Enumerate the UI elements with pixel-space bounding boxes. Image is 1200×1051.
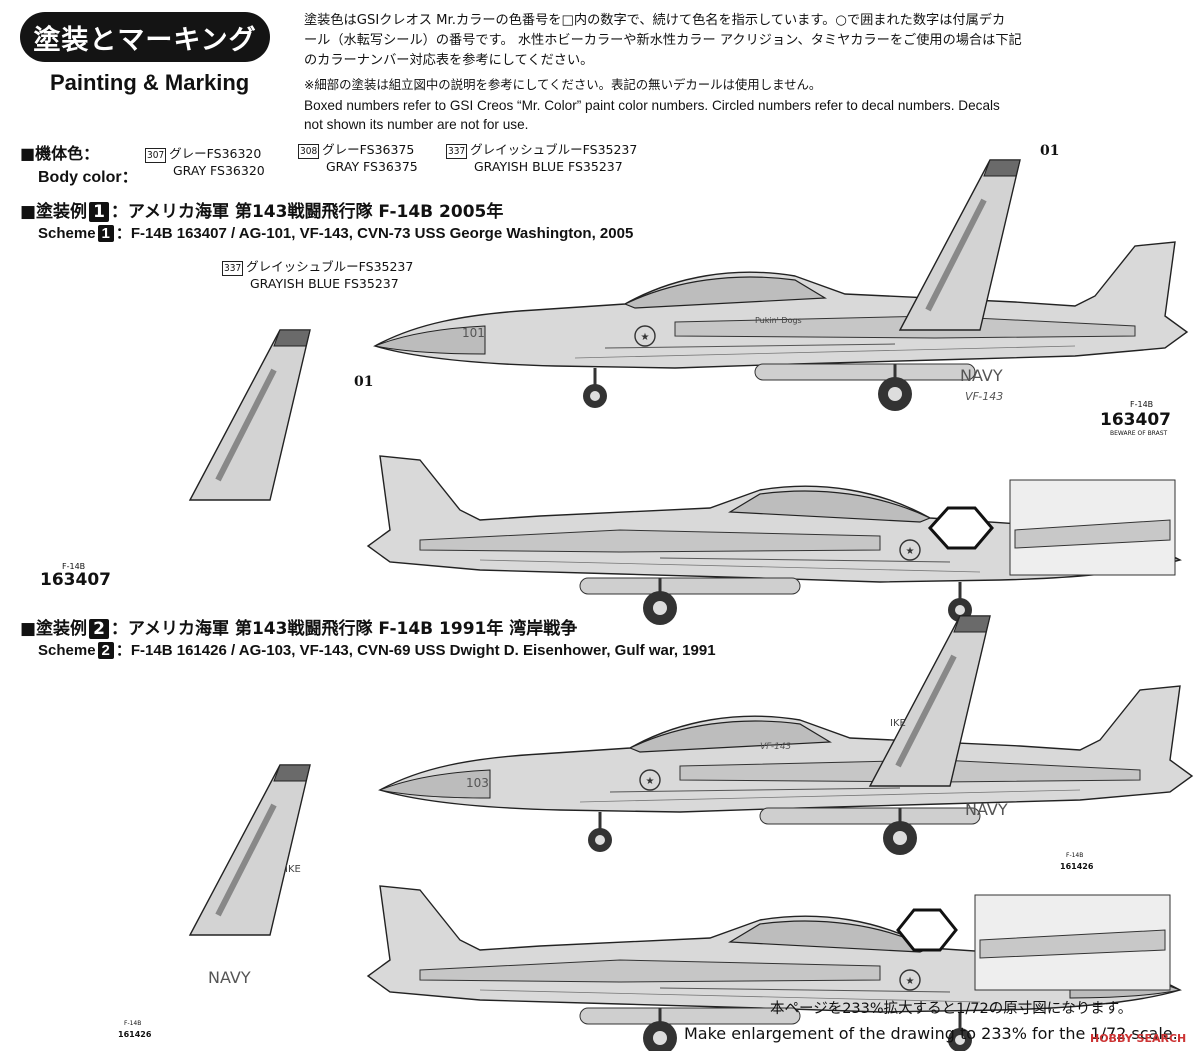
- scheme2-aircraft-right-side: [378, 684, 1194, 857]
- scheme2-type-right: F-14B: [1066, 852, 1084, 859]
- scheme1-aircraft-right-side: [373, 240, 1189, 413]
- scheme2-fin-detail-left: [190, 765, 310, 935]
- both-sides-icon: [896, 506, 994, 952]
- scheme1-pukin-dogs: Pukin' Dogs: [755, 316, 802, 325]
- scheme1-number-badge: 1: [89, 202, 109, 222]
- scheme2-serial-right: 161426: [1060, 862, 1094, 871]
- section-title-badge: 塗装とマーキング: [20, 12, 270, 62]
- scheme1-detail-inset: [1009, 479, 1176, 576]
- scheme2-ike-marking: IKE: [890, 718, 906, 729]
- scheme1-fin-code-right: 01: [1040, 143, 1060, 159]
- intro-jp-line3: のカラーナンバー対応表を参考にしてください。: [304, 53, 594, 68]
- scheme2-serial-left: 161426: [118, 1030, 152, 1039]
- scheme2-modex: 103: [466, 776, 489, 790]
- scheme1-fin-detail-left: [190, 330, 310, 500]
- body-color-label-en: Body color：: [38, 169, 138, 186]
- scheme1-serial-left: 163407: [40, 570, 111, 590]
- body-color-label-jp: ■機体色：: [20, 144, 100, 163]
- intro-en-line1: Boxed numbers refer to GSI Creos “Mr. Co…: [304, 98, 1000, 113]
- intro-jp-note: ※細部の塗装は組立図中の説明を参考にしてください。表記の無いデカールは使用しませ…: [304, 77, 822, 92]
- scheme2-ike-marking-left: IKE: [285, 864, 301, 875]
- scheme1-type-right: F-14B: [1130, 400, 1154, 409]
- scheme2-squadron-marking: VF-143: [760, 742, 792, 752]
- scheme2-number-badge: 2: [89, 619, 109, 639]
- scheme2-navy-marking-left: NAVY: [208, 968, 251, 987]
- scheme1-fin-code: 01: [354, 374, 374, 390]
- scheme1-type-left: F-14B: [62, 562, 86, 571]
- intro-en-line2: not shown its number are not for use.: [304, 117, 529, 132]
- section-title-en: Painting & Marking: [50, 70, 250, 95]
- scheme1-modex: 101: [462, 326, 485, 340]
- section-title-jp: 塗装とマーキング: [33, 24, 257, 56]
- watermark: HOBBY SEARCH: [1090, 1032, 1187, 1045]
- scheme2-navy-marking: NAVY: [965, 800, 1008, 819]
- intro-jp-line1: 塗装色はGSIクレオス Mr.カラーの色番号を□内の数字で、続けて色名を指示して…: [304, 13, 1006, 28]
- intro-jp-line2: ール（水転写シール）の番号です。 水性ホビーカラーや新水性カラー アクリジョン、…: [304, 33, 1022, 48]
- scheme2-detail-inset: [974, 894, 1171, 991]
- scheme1-serial-right: 163407: [1100, 410, 1171, 430]
- scheme2-type-left: F-14B: [124, 1020, 142, 1027]
- scheme1-squadron-marking: VF-143: [965, 390, 1004, 403]
- footer-scale-note-en: Make enlargement of the drawing to 233% …: [684, 1024, 1178, 1043]
- scheme1-navy-marking: NAVY: [960, 366, 1003, 385]
- footer-scale-note-jp: 本ページを233%拡大すると1/72の原寸図になります。: [770, 1001, 1133, 1017]
- scheme1-beware: BEWARE OF BRAST: [1110, 430, 1168, 437]
